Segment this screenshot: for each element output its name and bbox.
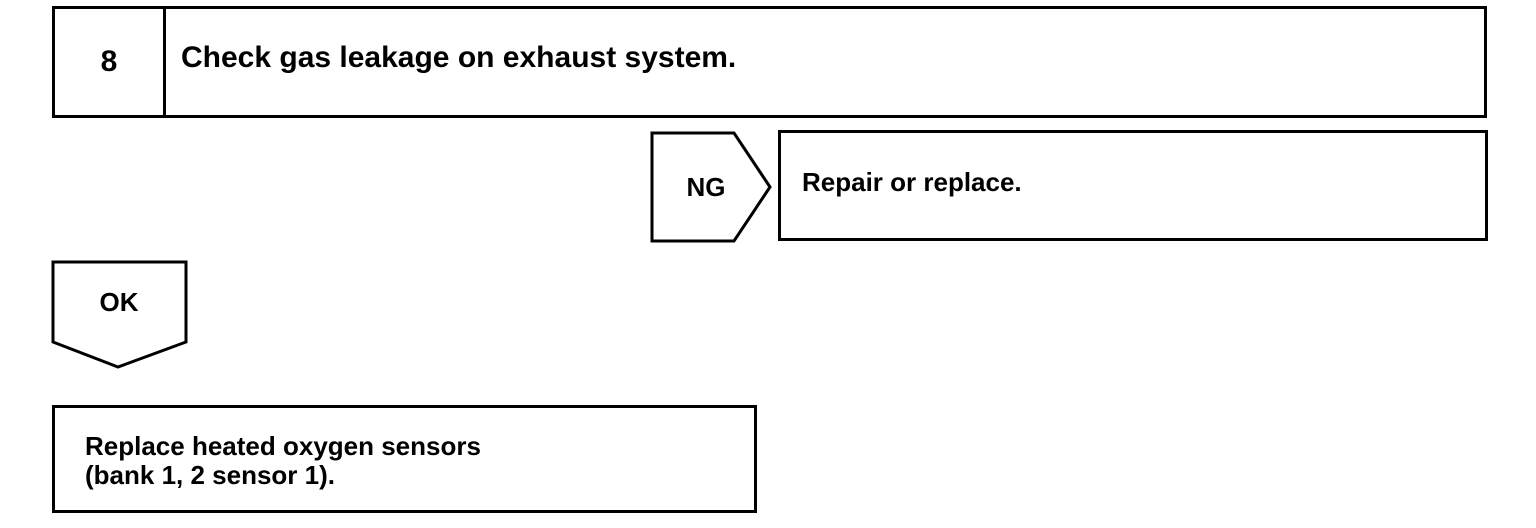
ng-label: NG — [686, 172, 726, 202]
ng-arrow-shape — [650, 131, 772, 243]
ng-result-text: Repair or replace. — [802, 167, 1022, 197]
ok-label: OK — [99, 287, 139, 317]
final-action-line-1: Replace heated oxygen sensors — [85, 431, 481, 461]
step-instruction: Check gas leakage on exhaust system. — [181, 41, 737, 74]
final-action-line-2: (bank 1, 2 sensor 1). — [85, 460, 335, 490]
step-box: 8 Check gas leakage on exhaust system. — [52, 6, 1487, 118]
ng-result-box: Repair or replace. — [778, 130, 1488, 241]
final-action-box: Replace heated oxygen sensors (bank 1, 2… — [52, 405, 757, 513]
step-number: 8 — [55, 9, 166, 115]
ok-arrow-shape — [51, 260, 188, 369]
